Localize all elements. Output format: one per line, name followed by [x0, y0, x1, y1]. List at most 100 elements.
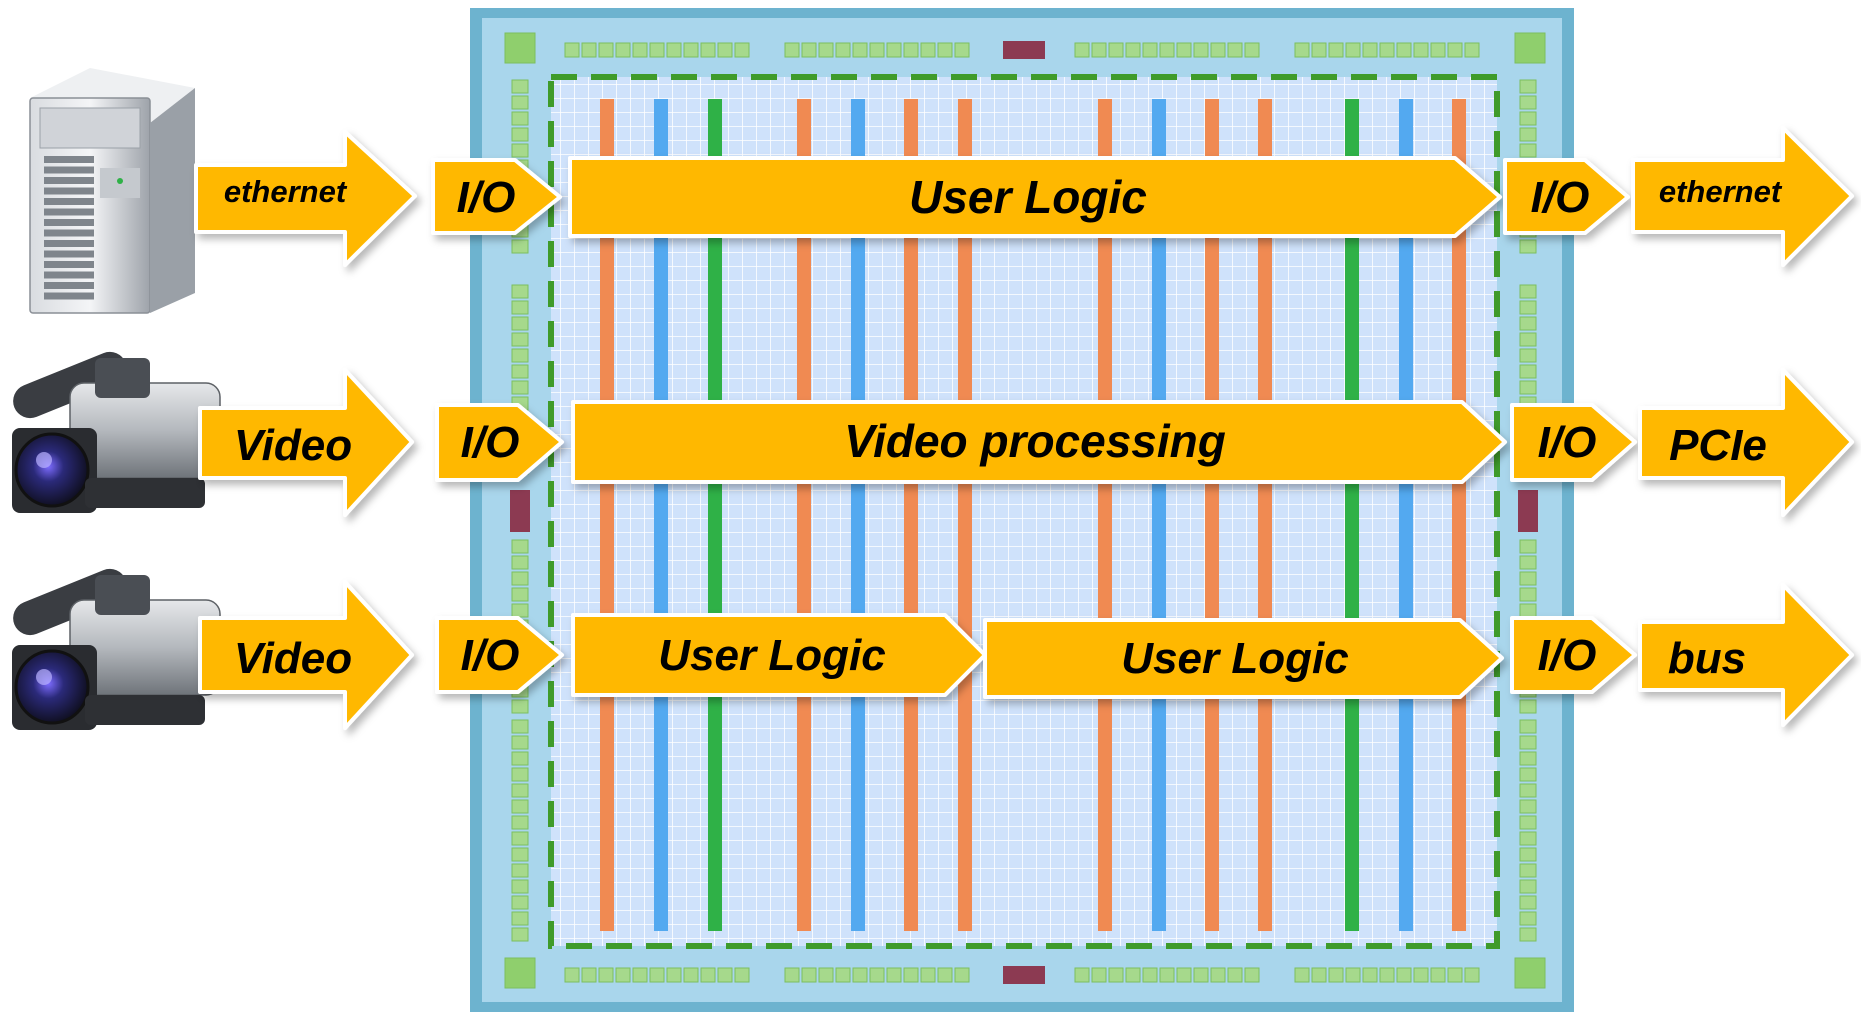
io-pad [1108, 42, 1124, 58]
io-pad [511, 539, 529, 554]
io-pad [1519, 143, 1537, 158]
io-out-arrow: I/O [1510, 616, 1637, 694]
io-pad [954, 42, 970, 58]
io-pad [1328, 42, 1344, 58]
drive-slot [44, 156, 94, 163]
flow-row-1: ethernet I/O User Logic I/O ethernet [194, 126, 1854, 267]
io-pad [818, 42, 834, 58]
io-pad [511, 555, 529, 570]
io-pad [1227, 967, 1243, 983]
io-pad [632, 967, 648, 983]
resource-column [600, 99, 614, 931]
io-pad [1519, 555, 1537, 570]
input-arrow: ethernet [194, 130, 417, 267]
input-label: Video [234, 421, 352, 470]
io-pad [869, 967, 885, 983]
io-pad [734, 42, 750, 58]
io-pad [1345, 42, 1361, 58]
io-pad [1345, 967, 1361, 983]
io-pad [1244, 42, 1260, 58]
special-pad [1003, 966, 1045, 984]
io-pad [1519, 799, 1537, 814]
io-pad [1514, 32, 1546, 64]
io-pad [1519, 571, 1537, 586]
input-arrow: Video [198, 368, 414, 517]
drive-slot [44, 198, 94, 205]
io-pad [564, 967, 580, 983]
io-pad [801, 42, 817, 58]
server-icon [29, 68, 195, 314]
io-pad [1125, 967, 1141, 983]
io-pad [1519, 587, 1537, 602]
io-pad [818, 967, 834, 983]
drive-slot [44, 187, 94, 195]
special-pad [510, 490, 530, 532]
flow-row-3: Video I/O User Logic User Logic I/O bus [198, 580, 1854, 730]
io-pad [835, 967, 851, 983]
drive-slot [44, 250, 94, 258]
output-arrow: ethernet [1631, 126, 1854, 267]
io-pad [1519, 111, 1537, 126]
logic-block: User Logic [568, 156, 1502, 238]
resource-column [851, 99, 865, 931]
io-pad [1193, 967, 1209, 983]
io-pad [511, 879, 529, 894]
io-pad [1430, 42, 1446, 58]
io-pad [1193, 42, 1209, 58]
drive-slot [44, 292, 94, 300]
io-pad [511, 815, 529, 830]
logic-block: User Logic [571, 613, 987, 697]
io-pad [1447, 42, 1463, 58]
io-pad [1176, 42, 1192, 58]
io-pad [937, 42, 953, 58]
io-pad [632, 42, 648, 58]
block-label: User Logic [1121, 634, 1348, 683]
io-label: I/O [1538, 418, 1597, 467]
io-pad [1519, 332, 1537, 347]
io-pad [1519, 79, 1537, 94]
resource-column [1152, 99, 1166, 931]
io-pad [852, 42, 868, 58]
io-pad [1519, 239, 1537, 254]
io-pad [511, 239, 529, 254]
io-pad [903, 967, 919, 983]
block-label: User Logic [658, 631, 885, 680]
io-pad [511, 364, 529, 379]
io-pad [1362, 967, 1378, 983]
logic-block: Video processing [571, 400, 1507, 484]
io-pad [1091, 967, 1107, 983]
io-pad [1519, 300, 1537, 315]
io-pad [1519, 719, 1537, 734]
io-pad [511, 300, 529, 315]
io-pad [511, 332, 529, 347]
io-pad [511, 603, 529, 618]
io-pad [1142, 42, 1158, 58]
io-pad [683, 42, 699, 58]
io-pad [1519, 316, 1537, 331]
io-pad [581, 967, 597, 983]
output-label: ethernet [1659, 174, 1783, 209]
input-arrow: Video [198, 580, 414, 730]
io-pad [1294, 42, 1310, 58]
io-pad [511, 571, 529, 586]
io-pad [1519, 879, 1537, 894]
io-in-arrow: I/O [431, 158, 562, 235]
io-pad [511, 783, 529, 798]
io-in-arrow: I/O [435, 616, 564, 694]
video-camera-icon [12, 568, 221, 730]
io-pad [1430, 967, 1446, 983]
output-arrow: bus [1638, 583, 1854, 727]
io-pad [717, 42, 733, 58]
block-label: Video processing [844, 415, 1226, 467]
io-pad [598, 967, 614, 983]
io-pad [1519, 911, 1537, 926]
io-pad [1519, 815, 1537, 830]
resource-column [958, 99, 972, 931]
io-pad [1519, 895, 1537, 910]
io-pad [1519, 127, 1537, 142]
io-pad [700, 42, 716, 58]
io-pad [1464, 967, 1480, 983]
io-pad [920, 42, 936, 58]
resource-column [1345, 99, 1359, 931]
